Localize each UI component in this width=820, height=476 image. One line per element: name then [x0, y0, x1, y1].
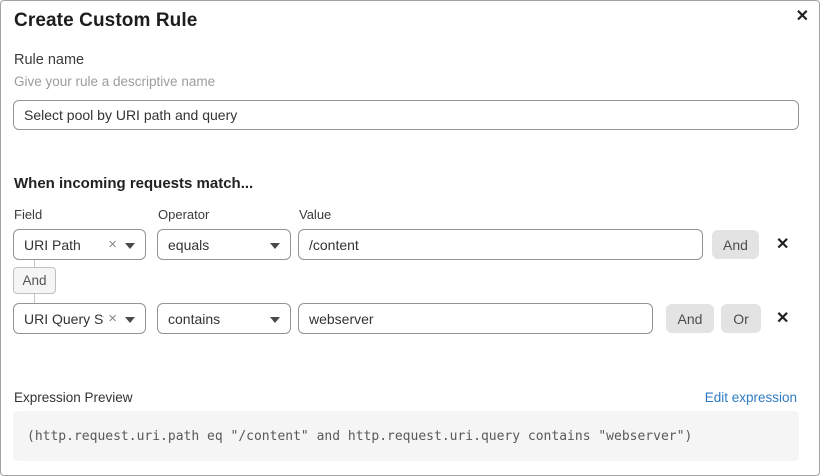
and-button-row1[interactable]: And — [712, 230, 759, 259]
chevron-down-icon — [125, 242, 135, 249]
chevron-down-icon — [270, 242, 280, 249]
expression-code: (http.request.uri.path eq "/content" and… — [27, 428, 693, 444]
and-button-row2[interactable]: And — [666, 304, 714, 333]
remove-row-icon[interactable]: ✕ — [776, 236, 790, 253]
value-column-label: Value — [299, 207, 332, 222]
expression-code-block: (http.request.uri.path eq "/content" and… — [13, 411, 799, 461]
close-icon[interactable]: ✕ — [795, 8, 809, 25]
or-button-row2[interactable]: Or — [721, 304, 761, 333]
field-select-row1[interactable]: URI Path × — [13, 229, 146, 260]
value-input-row2[interactable] — [298, 303, 653, 334]
operator-select-row2-value: contains — [168, 310, 221, 327]
chevron-down-icon — [270, 316, 280, 323]
operator-select-row1-value: equals — [168, 236, 210, 253]
operator-select-row1[interactable]: equals — [157, 229, 291, 260]
edit-expression-link[interactable]: Edit expression — [704, 390, 797, 405]
match-heading: When incoming requests match... — [14, 175, 254, 192]
operator-column-label: Operator — [158, 207, 210, 222]
clear-icon[interactable]: × — [108, 236, 117, 253]
rule-name-label: Rule name — [14, 52, 85, 68]
and-connector-badge: And — [13, 267, 56, 294]
rule-name-hint: Give your rule a descriptive name — [14, 74, 216, 89]
clear-icon[interactable]: × — [108, 310, 117, 327]
connector-line-bottom — [34, 294, 35, 303]
field-column-label: Field — [14, 207, 43, 222]
expression-preview-label: Expression Preview — [14, 390, 133, 405]
field-select-row1-value: URI Path — [24, 236, 81, 253]
operator-select-row2[interactable]: contains — [157, 303, 291, 334]
value-input-row1[interactable] — [298, 229, 703, 260]
rule-name-input[interactable] — [13, 100, 799, 130]
remove-row-icon[interactable]: ✕ — [776, 310, 790, 327]
chevron-down-icon — [125, 316, 135, 323]
field-select-row2-value: URI Query St... — [24, 310, 104, 327]
field-select-row2[interactable]: URI Query St... × — [13, 303, 146, 334]
dialog-title: Create Custom Rule — [14, 10, 198, 31]
connector-line-top — [34, 260, 35, 268]
